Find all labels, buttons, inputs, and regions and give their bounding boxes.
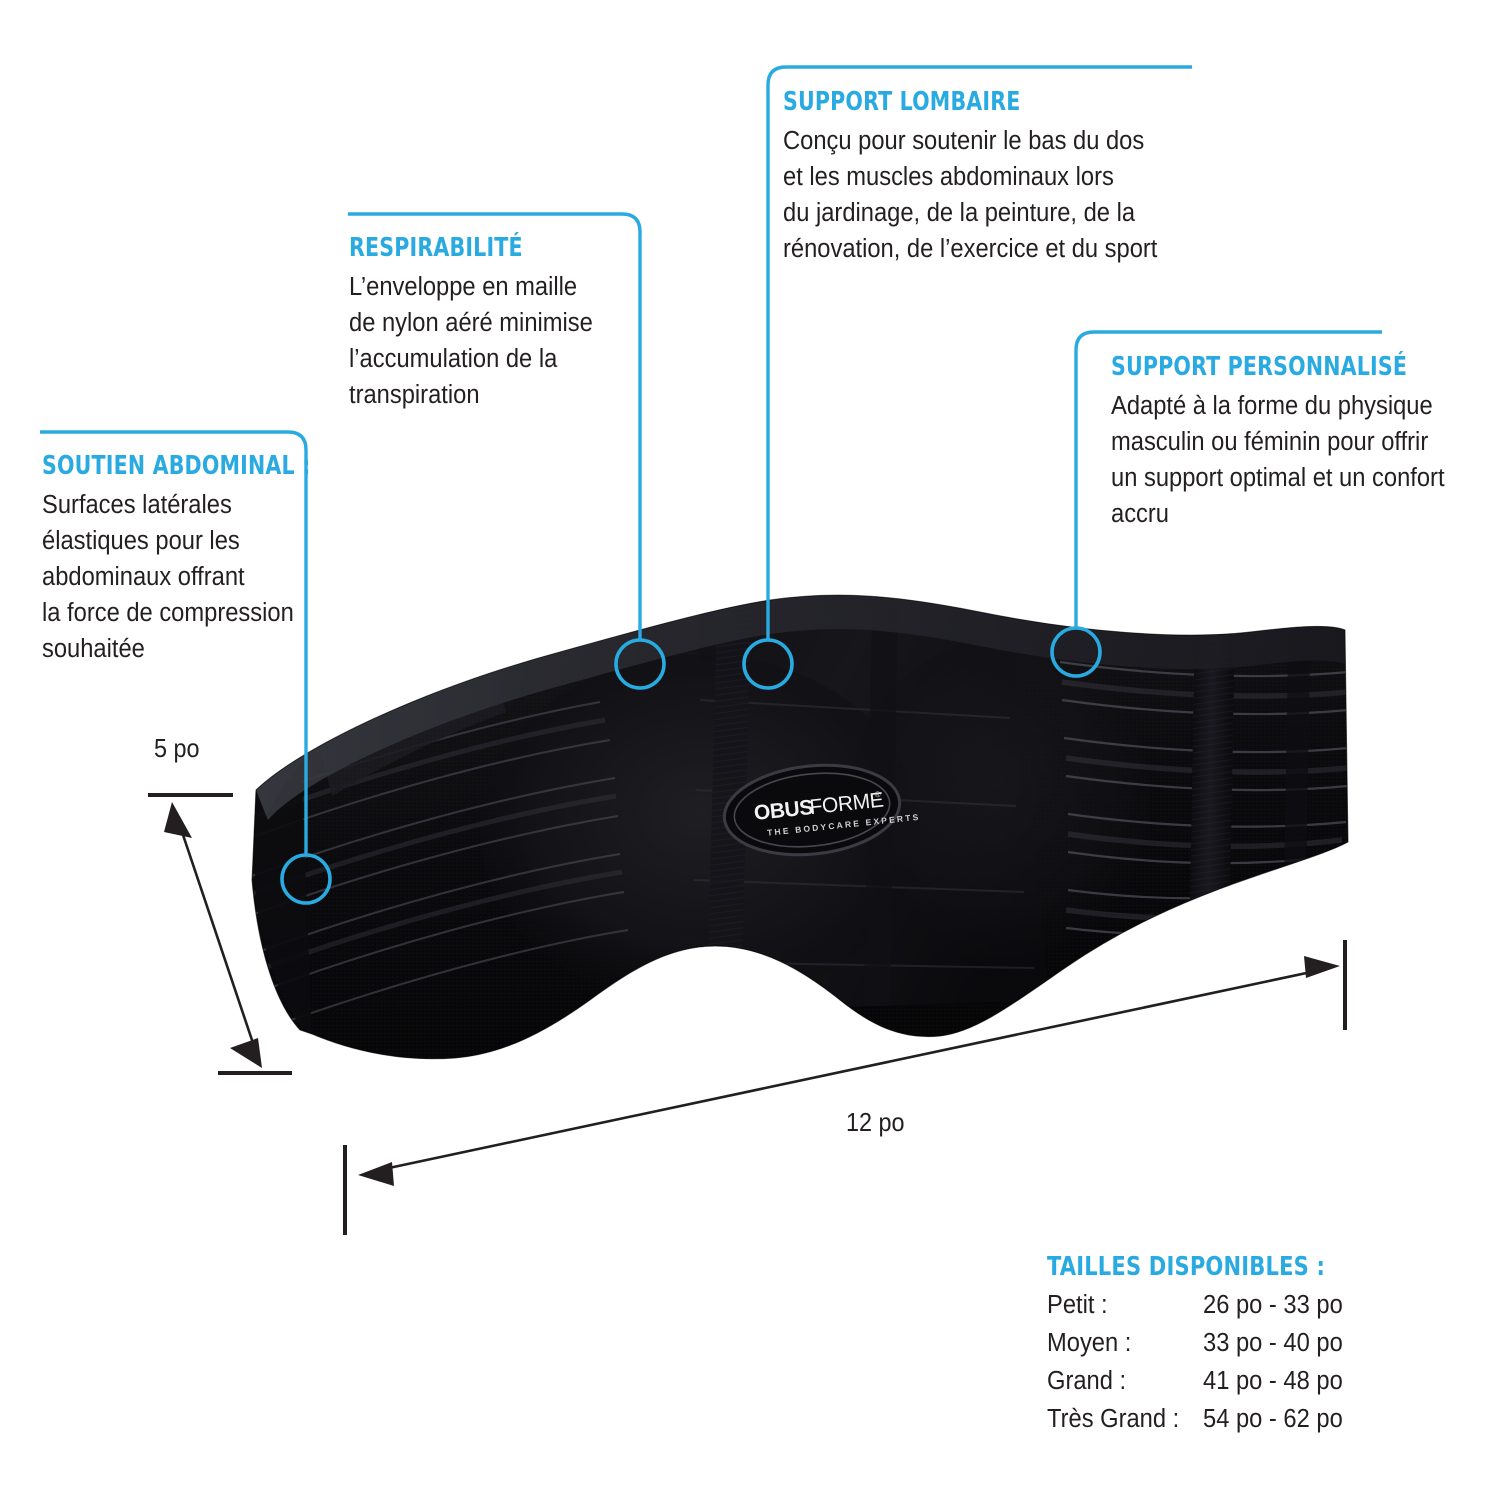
callout-title-support-lombaire: SUPPORT LOMBAIRE — [783, 87, 1021, 117]
callout-connectors — [40, 65, 1382, 855]
callout-line: un support optimal et un confort — [1111, 464, 1445, 492]
callout-endpoint-circles — [280, 626, 1102, 905]
size-range: 54 po - 62 po — [1203, 1403, 1353, 1441]
endpoint-circle-soutien-abdominal — [280, 853, 332, 905]
connector-support-lombaire — [766, 65, 1192, 640]
dimension-label-width: 12 po — [846, 1107, 911, 1138]
dimension-label-height: 5 po — [154, 733, 205, 764]
callout-line: l’accumulation de la — [349, 345, 558, 373]
dimension-height-text: 5 po — [154, 733, 200, 763]
callout-body-soutien-abdominal: Surfaces latérales élastiques pour les a… — [42, 487, 326, 668]
svg-text:®: ® — [874, 790, 881, 800]
callout-line: souhaitée — [42, 635, 145, 664]
callout-line: transpiration — [349, 381, 480, 410]
size-label-text: Petit : — [1047, 1291, 1108, 1319]
connector-respirabilite — [348, 212, 642, 640]
callout-line: la force de compression — [42, 599, 294, 628]
table-row: Très Grand : 54 po - 62 po — [1047, 1403, 1353, 1441]
callout-line: rénovation, de l’exercice et du sport — [783, 235, 1158, 264]
connector-support-personnalise — [1074, 330, 1382, 628]
size-range-text: 26 po - 33 po — [1203, 1291, 1343, 1319]
size-range-text: 54 po - 62 po — [1203, 1404, 1343, 1433]
callout-support-personnalise: SUPPORT PERSONNALISÉ Adapté à la forme d… — [1111, 353, 1470, 532]
size-range-text: 41 po - 48 po — [1203, 1366, 1343, 1395]
dimension-width-text: 12 po — [846, 1107, 905, 1137]
endpoint-circle-support-personnalise — [1050, 626, 1102, 678]
table-row: Moyen : 33 po - 40 po — [1047, 1327, 1353, 1365]
available-sizes-table: Petit : 26 po - 33 po Moyen : 33 po - 40… — [1047, 1289, 1353, 1441]
callout-title-soutien-abdominal: SOUTIEN ABDOMINAL : — [42, 451, 311, 481]
size-label-text: Grand : — [1047, 1366, 1127, 1395]
size-range: 33 po - 40 po — [1203, 1327, 1353, 1365]
size-label: Petit : — [1047, 1289, 1203, 1327]
callout-line: accru — [1111, 500, 1169, 529]
callout-body-support-lombaire: Conçu pour soutenir le bas du dos et les… — [783, 123, 1157, 268]
available-sizes-title: TAILLES DISPONIBLES : — [1047, 1252, 1326, 1282]
size-label: Moyen : — [1047, 1327, 1203, 1365]
endpoint-circle-respirabilite — [614, 638, 666, 690]
callout-line: élastiques pour les — [42, 526, 240, 555]
size-label: Grand : — [1047, 1365, 1203, 1403]
callout-line: Conçu pour soutenir le bas du dos — [783, 126, 1145, 155]
callout-line: Surfaces latérales — [42, 490, 232, 519]
callout-body-respirabilite: L’enveloppe en maille de nylon aéré mini… — [349, 269, 593, 414]
connector-soutien-abdominal — [40, 430, 308, 855]
size-range: 26 po - 33 po — [1203, 1289, 1353, 1327]
endpoint-circle-support-lombaire — [742, 638, 794, 690]
table-row: Grand : 41 po - 48 po — [1047, 1365, 1353, 1403]
size-label: Très Grand : — [1047, 1403, 1203, 1441]
callout-line: L’enveloppe en maille — [349, 272, 578, 301]
callout-line: et les muscles abdominaux lors — [783, 162, 1114, 191]
callout-title-support-personnalise: SUPPORT PERSONNALISÉ — [1111, 352, 1408, 382]
size-label-text: Moyen : — [1047, 1328, 1132, 1357]
callout-line: Adapté à la forme du physique — [1111, 391, 1433, 420]
size-label-text: Très Grand : — [1047, 1404, 1180, 1433]
callout-respirabilite: RESPIRABILITÉ L’enveloppe en maille de n… — [349, 234, 611, 413]
callout-line: de nylon aéré minimise — [349, 308, 593, 337]
size-range: 41 po - 48 po — [1203, 1365, 1353, 1403]
dimension-height — [148, 793, 292, 1075]
dimension-width — [343, 940, 1347, 1235]
callout-soutien-abdominal: SOUTIEN ABDOMINAL : Surfaces latérales é… — [42, 452, 347, 668]
callout-line: masculin ou féminin pour offrir — [1111, 427, 1429, 456]
size-range-text: 33 po - 40 po — [1203, 1328, 1343, 1357]
callout-support-lombaire: SUPPORT LOMBAIRE Conçu pour soutenir le … — [783, 88, 1186, 267]
callout-line: abdominaux offrant — [42, 563, 245, 591]
product-brand-badge: OBUS FORME ® THE BODYCARE EXPERTS — [722, 763, 921, 857]
callout-body-support-personnalise: Adapté à la forme du physique masculin o… — [1111, 388, 1445, 533]
table-row: Petit : 26 po - 33 po — [1047, 1289, 1353, 1327]
callout-title-respirabilite: RESPIRABILITÉ — [349, 233, 523, 263]
callout-line: du jardinage, de la peinture, de la — [783, 199, 1136, 227]
available-sizes-block: TAILLES DISPONIBLES : Petit : 26 po - 33… — [1047, 1252, 1356, 1441]
